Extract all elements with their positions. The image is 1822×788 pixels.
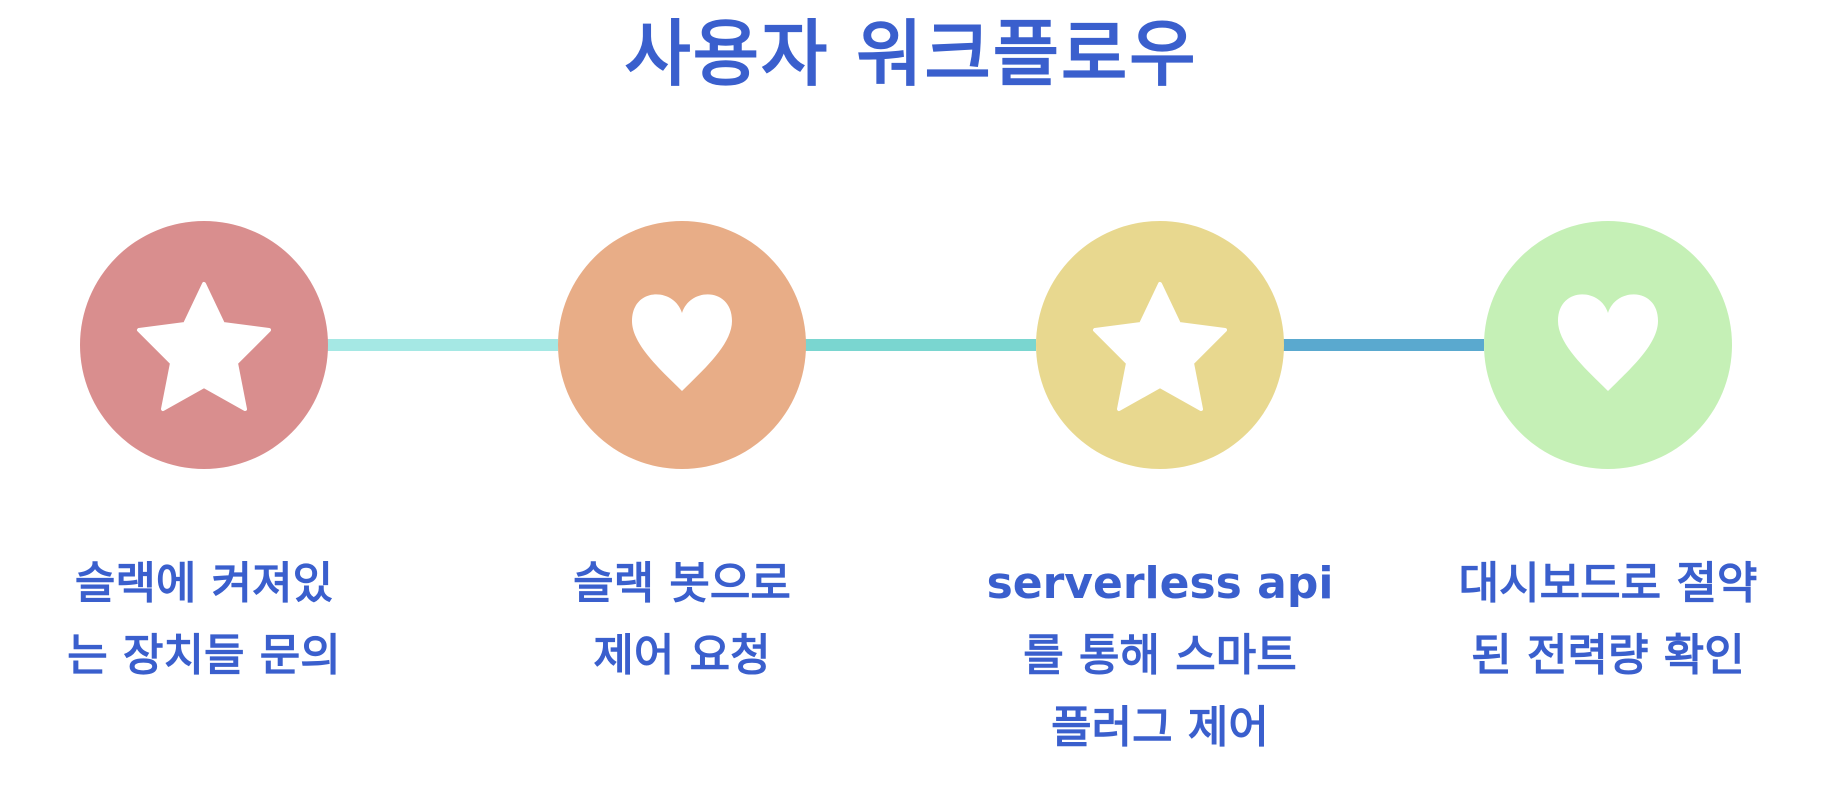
step-2-label: 슬랙 봇으로 제어 요청 (492, 548, 872, 692)
page-title: 사용자 워크플로우 (624, 12, 1198, 96)
connector-2-3 (804, 339, 1036, 351)
step-2-circle (558, 221, 806, 469)
step-3-label-line: 를 통해 스마트 (1023, 630, 1297, 681)
step-3-label-line: serverless api (986, 558, 1334, 609)
step-3-circle (1036, 221, 1284, 469)
connector-3-4 (1282, 339, 1484, 351)
step-1-label: 슬랙에 켜져있 는 장치들 문의 (14, 548, 394, 692)
star-icon (1093, 282, 1227, 411)
step-4-label-line: 대시보드로 절약 (1458, 558, 1758, 609)
connector-1-2 (326, 339, 558, 351)
step-1-label-line: 슬랙에 켜져있 (74, 558, 334, 609)
step-4-label-line: 된 전력량 확인 (1471, 630, 1745, 681)
step-4-circle (1484, 221, 1732, 469)
heart-icon (1558, 294, 1658, 391)
step-1-circle (80, 221, 328, 469)
star-icon (137, 282, 271, 411)
step-2-label-line: 슬랙 봇으로 (573, 558, 791, 609)
step-3-label-line: 플러그 제어 (1051, 702, 1269, 753)
step-2-label-line: 제어 요청 (593, 630, 771, 681)
step-4-label: 대시보드로 절약 된 전력량 확인 (1418, 548, 1798, 692)
heart-icon (632, 294, 732, 391)
step-3-label: serverless api 를 통해 스마트 플러그 제어 (970, 548, 1350, 764)
step-1-label-line: 는 장치들 문의 (67, 630, 341, 681)
